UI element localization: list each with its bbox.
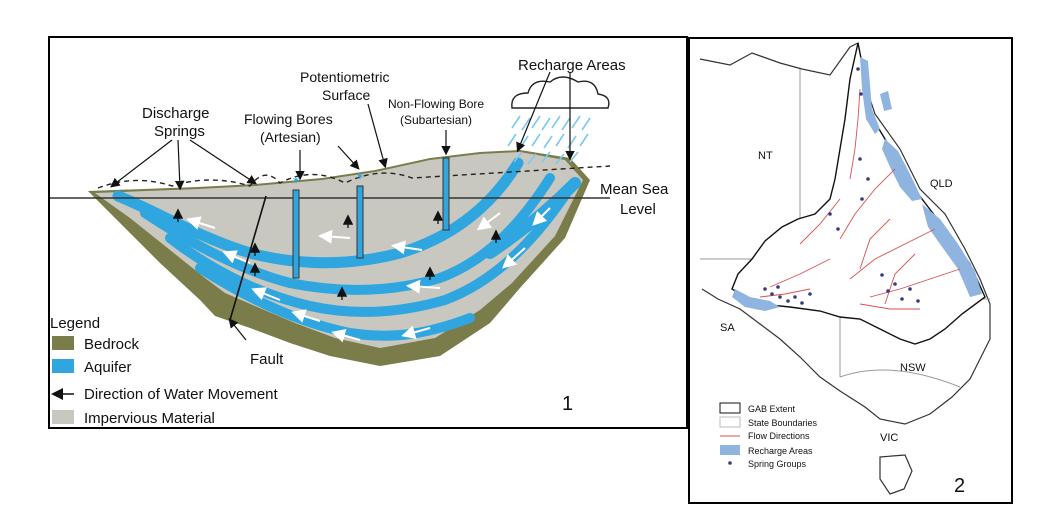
bores: ✶ ✶ [291,157,450,279]
potentiometric-surface [97,165,611,189]
recharge-cloud [507,76,610,165]
coastline [699,42,991,425]
gab-map-panel: NT QLD SA NSW VIC GAB Extent State Bound… [688,37,1013,504]
mean-sea-level-label-line1: Mean Sea [600,181,669,198]
state-label-qld: QLD [930,178,953,190]
flow-directions [759,88,961,310]
legend-item-spring-groups: Spring Groups [748,459,807,469]
legend-item-gab-extent: GAB Extent [748,404,796,414]
legend-title: Legend [50,315,100,332]
impervious-layer [95,152,583,348]
legend-swatch-gab-extent [719,402,741,414]
recharge-areas [732,57,982,311]
state-label-nt: NT [758,150,773,162]
discharge-springs-label-line1: Discharge [142,105,210,122]
recharge-areas-label: Recharge Areas [518,57,626,74]
spring-groups [763,67,920,305]
fault-line [229,195,267,321]
flowing-bores-label-line1: Flowing Bores [244,111,333,127]
legend-swatch-aquifer [52,359,74,373]
discharge-springs-label-line2: Springs [154,123,205,140]
state-label-nsw: NSW [900,362,926,374]
panel-number-2: 2 [954,475,965,497]
legend-swatch-spring-groups [728,461,732,465]
legend-item-impervious: Impervious Material [84,410,215,427]
flowing-bores-label-line2: (Artesian) [260,129,321,145]
cross-section-panel: ✶ ✶ [48,36,688,429]
state-label-sa: SA [720,322,735,334]
fault-label: Fault [250,351,284,368]
legend-swatch-recharge-areas [720,445,740,455]
tasmania [879,454,913,495]
upward-arrows [172,208,502,300]
legend-item-state-boundaries: State Boundaries [748,418,818,428]
legend-item-aquifer: Aquifer [84,359,132,376]
gab-map: NT QLD SA NSW VIC GAB Extent State Bound… [699,42,991,497]
legend-swatch-state-boundaries [719,416,741,428]
svg-text:✶: ✶ [291,175,300,187]
gab-extent [731,42,986,345]
panel-number-1: 1 [562,393,573,415]
legend-item-bedrock: Bedrock [84,336,140,353]
mean-sea-level-label-line2: Level [620,201,656,218]
legend-item-direction: Direction of Water Movement [84,386,279,403]
leader-lines [110,71,575,341]
state-label-vic: VIC [880,432,898,444]
potentiometric-label-line1: Potentiometric [300,69,389,85]
legend: Legend Bedrock Aquifer Direction of Wate… [50,315,279,427]
potentiometric-label-line2: Surface [322,87,370,103]
legend-swatch-bedrock [52,336,74,350]
legend-item-recharge-areas: Recharge Areas [748,446,813,456]
legend-swatch-impervious [52,410,74,424]
non-flowing-bore-label-line1: Non-Flowing Bore [388,97,484,111]
svg-text:✶: ✶ [355,171,364,183]
map-legend: GAB Extent State Boundaries Flow Directi… [719,402,818,469]
non-flowing-bore-label-line2: (Subartesian) [400,113,472,127]
legend-item-flow-directions: Flow Directions [748,431,810,441]
flow-arrows [186,207,551,343]
cross-section-diagram: ✶ ✶ [50,57,669,427]
